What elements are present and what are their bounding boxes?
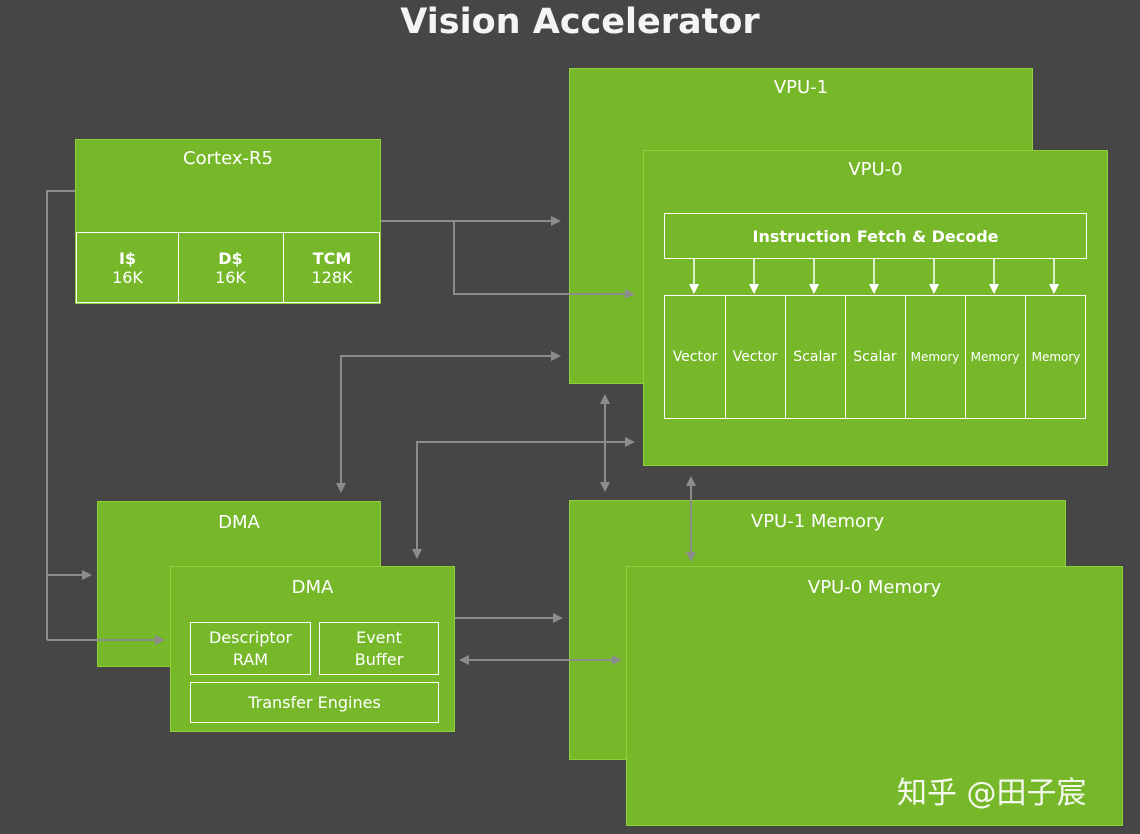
- cortex-cache-row: I$ 16K D$ 16K TCM 128K: [76, 232, 380, 303]
- transfer-engines: Transfer Engines: [190, 682, 439, 723]
- wire-vpu1-dma-back: [336, 355, 559, 493]
- cache-dcache-name: D$: [218, 248, 243, 268]
- instruction-fetch-decode: Instruction Fetch & Decode: [664, 213, 1087, 259]
- wire-cortex-to-vpu0: [453, 221, 635, 299]
- event-buffer: Event Buffer: [319, 622, 439, 675]
- cache-icache-size: 16K: [112, 267, 143, 287]
- diagram-title: Vision Accelerator: [400, 2, 760, 42]
- cache-tcm: TCM 128K: [283, 233, 381, 302]
- wire-cortex-bus: [46, 190, 75, 640]
- cache-dcache-size: 16K: [215, 267, 246, 287]
- cortex-r5-label: Cortex-R5: [183, 148, 273, 169]
- descriptor-ram: Descriptor RAM: [190, 622, 311, 675]
- unit-memory-2: Memory: [965, 296, 1026, 418]
- cortex-r5-block: Cortex-R5 I$ 16K D$ 16K TCM 128K: [75, 139, 381, 304]
- vpu0-memory-label: VPU-0 Memory: [807, 577, 942, 598]
- cache-icache: I$ 16K: [77, 233, 179, 302]
- execution-units: Vector Vector Scalar Scalar Memory Memor…: [664, 295, 1086, 419]
- dma-back-label: DMA: [218, 512, 260, 533]
- cache-dcache: D$ 16K: [178, 233, 284, 302]
- vpu1-label: VPU-1: [773, 77, 829, 98]
- transfer-engines-label: Transfer Engines: [248, 692, 381, 712]
- unit-vector-1: Vector: [665, 296, 726, 418]
- cache-tcm-size: 128K: [311, 267, 353, 287]
- cache-tcm-name: TCM: [312, 248, 352, 268]
- cache-icache-name: I$: [118, 248, 137, 268]
- watermark-text: 知乎 @田子宸: [897, 776, 1087, 811]
- unit-memory-3: Memory: [1031, 350, 1081, 364]
- unit-vector-2: Vector: [725, 296, 786, 418]
- dma-front-block: DMA Descriptor RAM Event Buffer Transfer…: [170, 566, 455, 732]
- vpu0-label: VPU-0: [848, 159, 903, 180]
- vpu0-memory-block: VPU-0 Memory: [626, 566, 1123, 826]
- unit-memory-1: Memory: [905, 296, 966, 418]
- unit-scalar-2: Scalar: [845, 296, 906, 418]
- wire-vpu0-dma-front: [412, 441, 633, 559]
- descriptor-ram-label: Descriptor RAM: [208, 627, 293, 669]
- vpu0-block: VPU-0 Instruction Fetch & Decode Vector …: [643, 150, 1108, 466]
- instruction-fetch-decode-label: Instruction Fetch & Decode: [752, 226, 999, 246]
- vpu1-memory-label: VPU-1 Memory: [750, 511, 885, 532]
- unit-scalar-1: Scalar: [785, 296, 846, 418]
- dma-front-label: DMA: [291, 577, 334, 598]
- event-buffer-label: Event Buffer: [354, 627, 404, 669]
